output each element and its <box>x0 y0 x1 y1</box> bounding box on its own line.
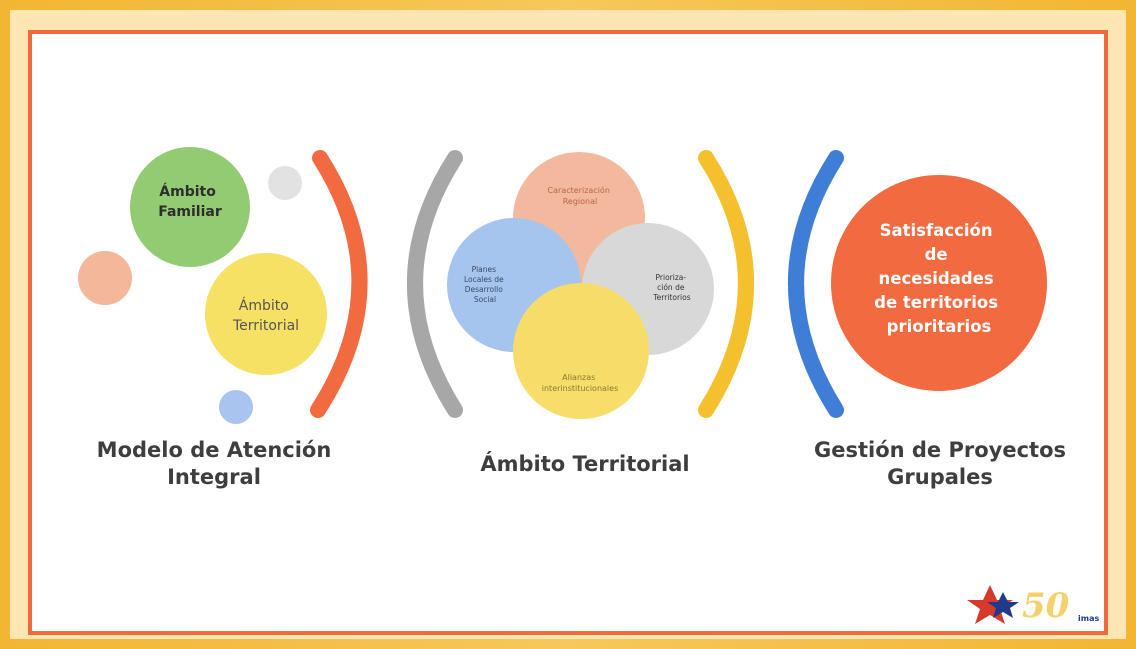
title-gestion-proyectos: Gestión de Proyectos Grupales <box>813 438 1066 489</box>
arc-blue-left-paren <box>788 150 844 418</box>
circle-ambito-territorial <box>205 253 327 375</box>
deco-circle-blue <box>219 390 253 424</box>
logo-number: 50 <box>1022 586 1070 626</box>
venn-label-left: Planes Locales de Desarrollo Social <box>464 265 506 304</box>
deco-circle-peach <box>78 251 132 305</box>
arc-gray-left-paren <box>407 150 463 418</box>
title-ambito-territorial: Ámbito Territorial <box>480 452 690 476</box>
logo-star-red <box>967 585 1013 624</box>
arc-orange-right-paren <box>310 150 368 418</box>
logo-star-blue <box>987 592 1019 618</box>
title-modelo-atencion: Modelo de Atención Integral <box>96 438 332 489</box>
venn-label-right: Prioriza- ción de Territorios <box>652 273 690 302</box>
arc-yellow-right-paren <box>698 150 754 418</box>
deco-circle-gray <box>268 166 302 200</box>
label-ambito-familiar: Ámbito Familiar <box>158 183 222 220</box>
venn-label-top: Caracterización Regional <box>548 185 613 206</box>
label-ambito-territorial: Ámbito Territorial <box>232 297 299 334</box>
label-satisfaccion: Satisfacción de necesidades de territori… <box>874 221 1004 336</box>
logo-imas: 50 imas <box>967 585 1099 626</box>
venn-label-bottom: Alianzas interinstitucionales <box>542 373 618 393</box>
circle-satisfaccion <box>831 175 1047 391</box>
circle-ambito-familiar <box>130 147 250 267</box>
logo-text: imas <box>1078 614 1099 623</box>
venn-bottom <box>513 283 649 419</box>
